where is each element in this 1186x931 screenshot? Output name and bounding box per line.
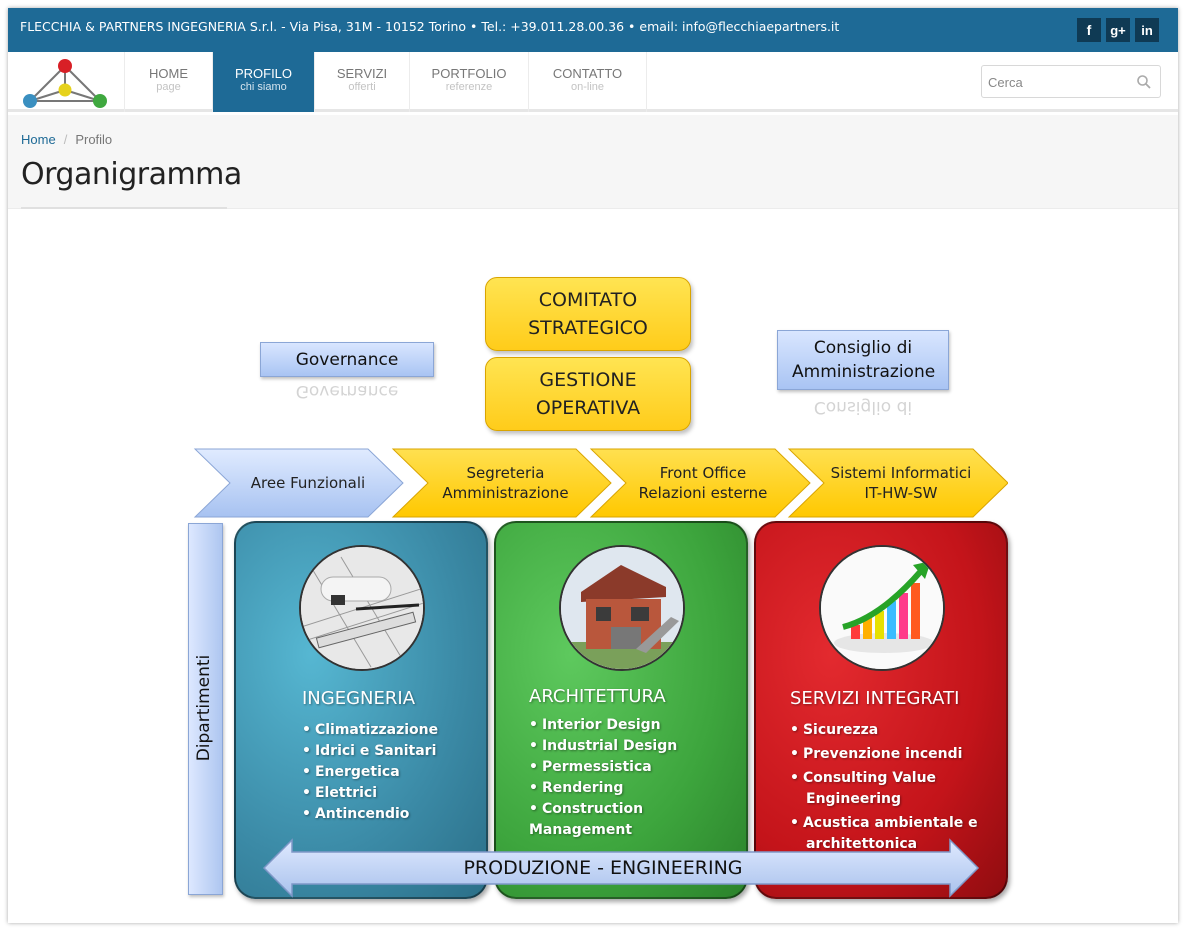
nav-item-home[interactable]: HOME page	[124, 52, 212, 112]
servizi-integrati-image	[819, 545, 945, 671]
consiglio-reflection: Consiglio di Amministrazione	[813, 397, 913, 417]
top-contact-bar: FLECCHIA & PARTNERS INGEGNERIA S.r.l. - …	[8, 8, 1178, 52]
dept-servizi-integrati-list: Sicurezza Prevenzione incendi Consulting…	[790, 720, 990, 855]
arrow-front-office: Front Office Relazioni esterne	[638, 464, 768, 502]
dept-servizi-integrati-title: SERVIZI INTEGRATI	[790, 688, 960, 709]
dept-architettura-list: Interior Design Industrial Design Permes…	[529, 715, 746, 841]
governance-reflection: Governance	[295, 381, 399, 401]
breadcrumb-current: Profilo	[75, 132, 113, 147]
page-title: Organigramma	[21, 157, 242, 192]
ingegneria-image	[299, 545, 425, 671]
breadcrumb-separator: /	[63, 132, 68, 147]
dept-ingegneria-title: INGEGNERIA	[302, 688, 416, 709]
linkedin-icon[interactable]: in	[1135, 18, 1159, 42]
governance-box: Governance	[260, 342, 434, 377]
breadcrumb-home-link[interactable]: Home	[21, 132, 56, 147]
nav-item-servizi[interactable]: SERVIZI offerti	[314, 52, 409, 112]
nav-item-profilo[interactable]: PROFILO chi siamo	[212, 52, 314, 112]
nav-item-contatto[interactable]: CONTATTO on-line	[528, 52, 647, 112]
gestione-operativa-box: GESTIONE OPERATIVA	[485, 357, 691, 431]
comitato-strategico-box: COMITATO STRATEGICO	[485, 277, 691, 351]
list-item: Prevenzione incendi	[790, 744, 990, 765]
arrow-segreteria: Segreteria Amministrazione	[442, 464, 569, 502]
dept-ingegneria: INGEGNERIA Climatizzazione Idrici e Sani…	[234, 521, 488, 899]
arrow-aree-funzionali: Aree Funzionali	[250, 474, 366, 492]
search-input[interactable]	[988, 73, 1128, 91]
list-item: Climatizzazione	[302, 720, 438, 741]
list-item: Consulting Value Engineering	[790, 768, 990, 810]
dept-ingegneria-list: Climatizzazione Idrici e Sanitari Energe…	[302, 720, 438, 825]
list-item: Permessistica	[529, 757, 746, 778]
page-header: Home / Profilo Organigramma	[8, 115, 1178, 209]
google-plus-icon[interactable]: g+	[1106, 18, 1130, 42]
production-arrow	[262, 838, 980, 898]
production-engineering-label: PRODUZIONE - ENGINEERING	[463, 857, 743, 879]
consiglio-box: Consiglio di Amministrazione	[777, 330, 949, 390]
dept-servizi-integrati: SERVIZI INTEGRATI Sicurezza Prevenzione …	[754, 521, 1008, 899]
dept-architettura: ARCHITETTURA Interior Design Industrial …	[494, 521, 748, 899]
search-box	[981, 65, 1161, 98]
company-logo[interactable]	[20, 56, 110, 110]
list-item: Antincendio	[302, 804, 438, 825]
dept-architettura-title: ARCHITETTURA	[529, 686, 666, 707]
main-navigation: HOME page PROFILO chi siamo SERVIZI offe…	[8, 52, 1178, 112]
list-item: Energetica	[302, 762, 438, 783]
page-frame: FLECCHIA & PARTNERS INGEGNERIA S.r.l. - …	[8, 8, 1178, 923]
title-underline	[21, 207, 227, 209]
breadcrumb: Home / Profilo	[21, 132, 112, 147]
nav-item-portfolio[interactable]: PORTFOLIO referenze	[409, 52, 528, 112]
list-item: Industrial Design	[529, 736, 746, 757]
list-item: Construction Management	[529, 799, 746, 841]
company-contact-info: FLECCHIA & PARTNERS INGEGNERIA S.r.l. - …	[20, 19, 840, 34]
list-item: Acustica ambientale e architettonica	[790, 813, 990, 855]
org-chart: COMITATO STRATEGICO GESTIONE OPERATIVA G…	[178, 273, 1008, 899]
list-item: Rendering	[529, 778, 746, 799]
arrow-sistemi-informatici: Sistemi Informatici IT-HW-SW	[830, 464, 972, 502]
facebook-icon[interactable]: f	[1077, 18, 1101, 42]
list-item: Elettrici	[302, 783, 438, 804]
search-icon[interactable]	[1136, 74, 1152, 90]
list-item: Idrici e Sanitari	[302, 741, 438, 762]
dipartimenti-label-box: Dipartimenti	[188, 523, 223, 895]
architettura-image	[559, 545, 685, 671]
list-item: Sicurezza	[790, 720, 990, 741]
list-item: Interior Design	[529, 715, 746, 736]
functional-areas-arrows	[193, 448, 1008, 518]
